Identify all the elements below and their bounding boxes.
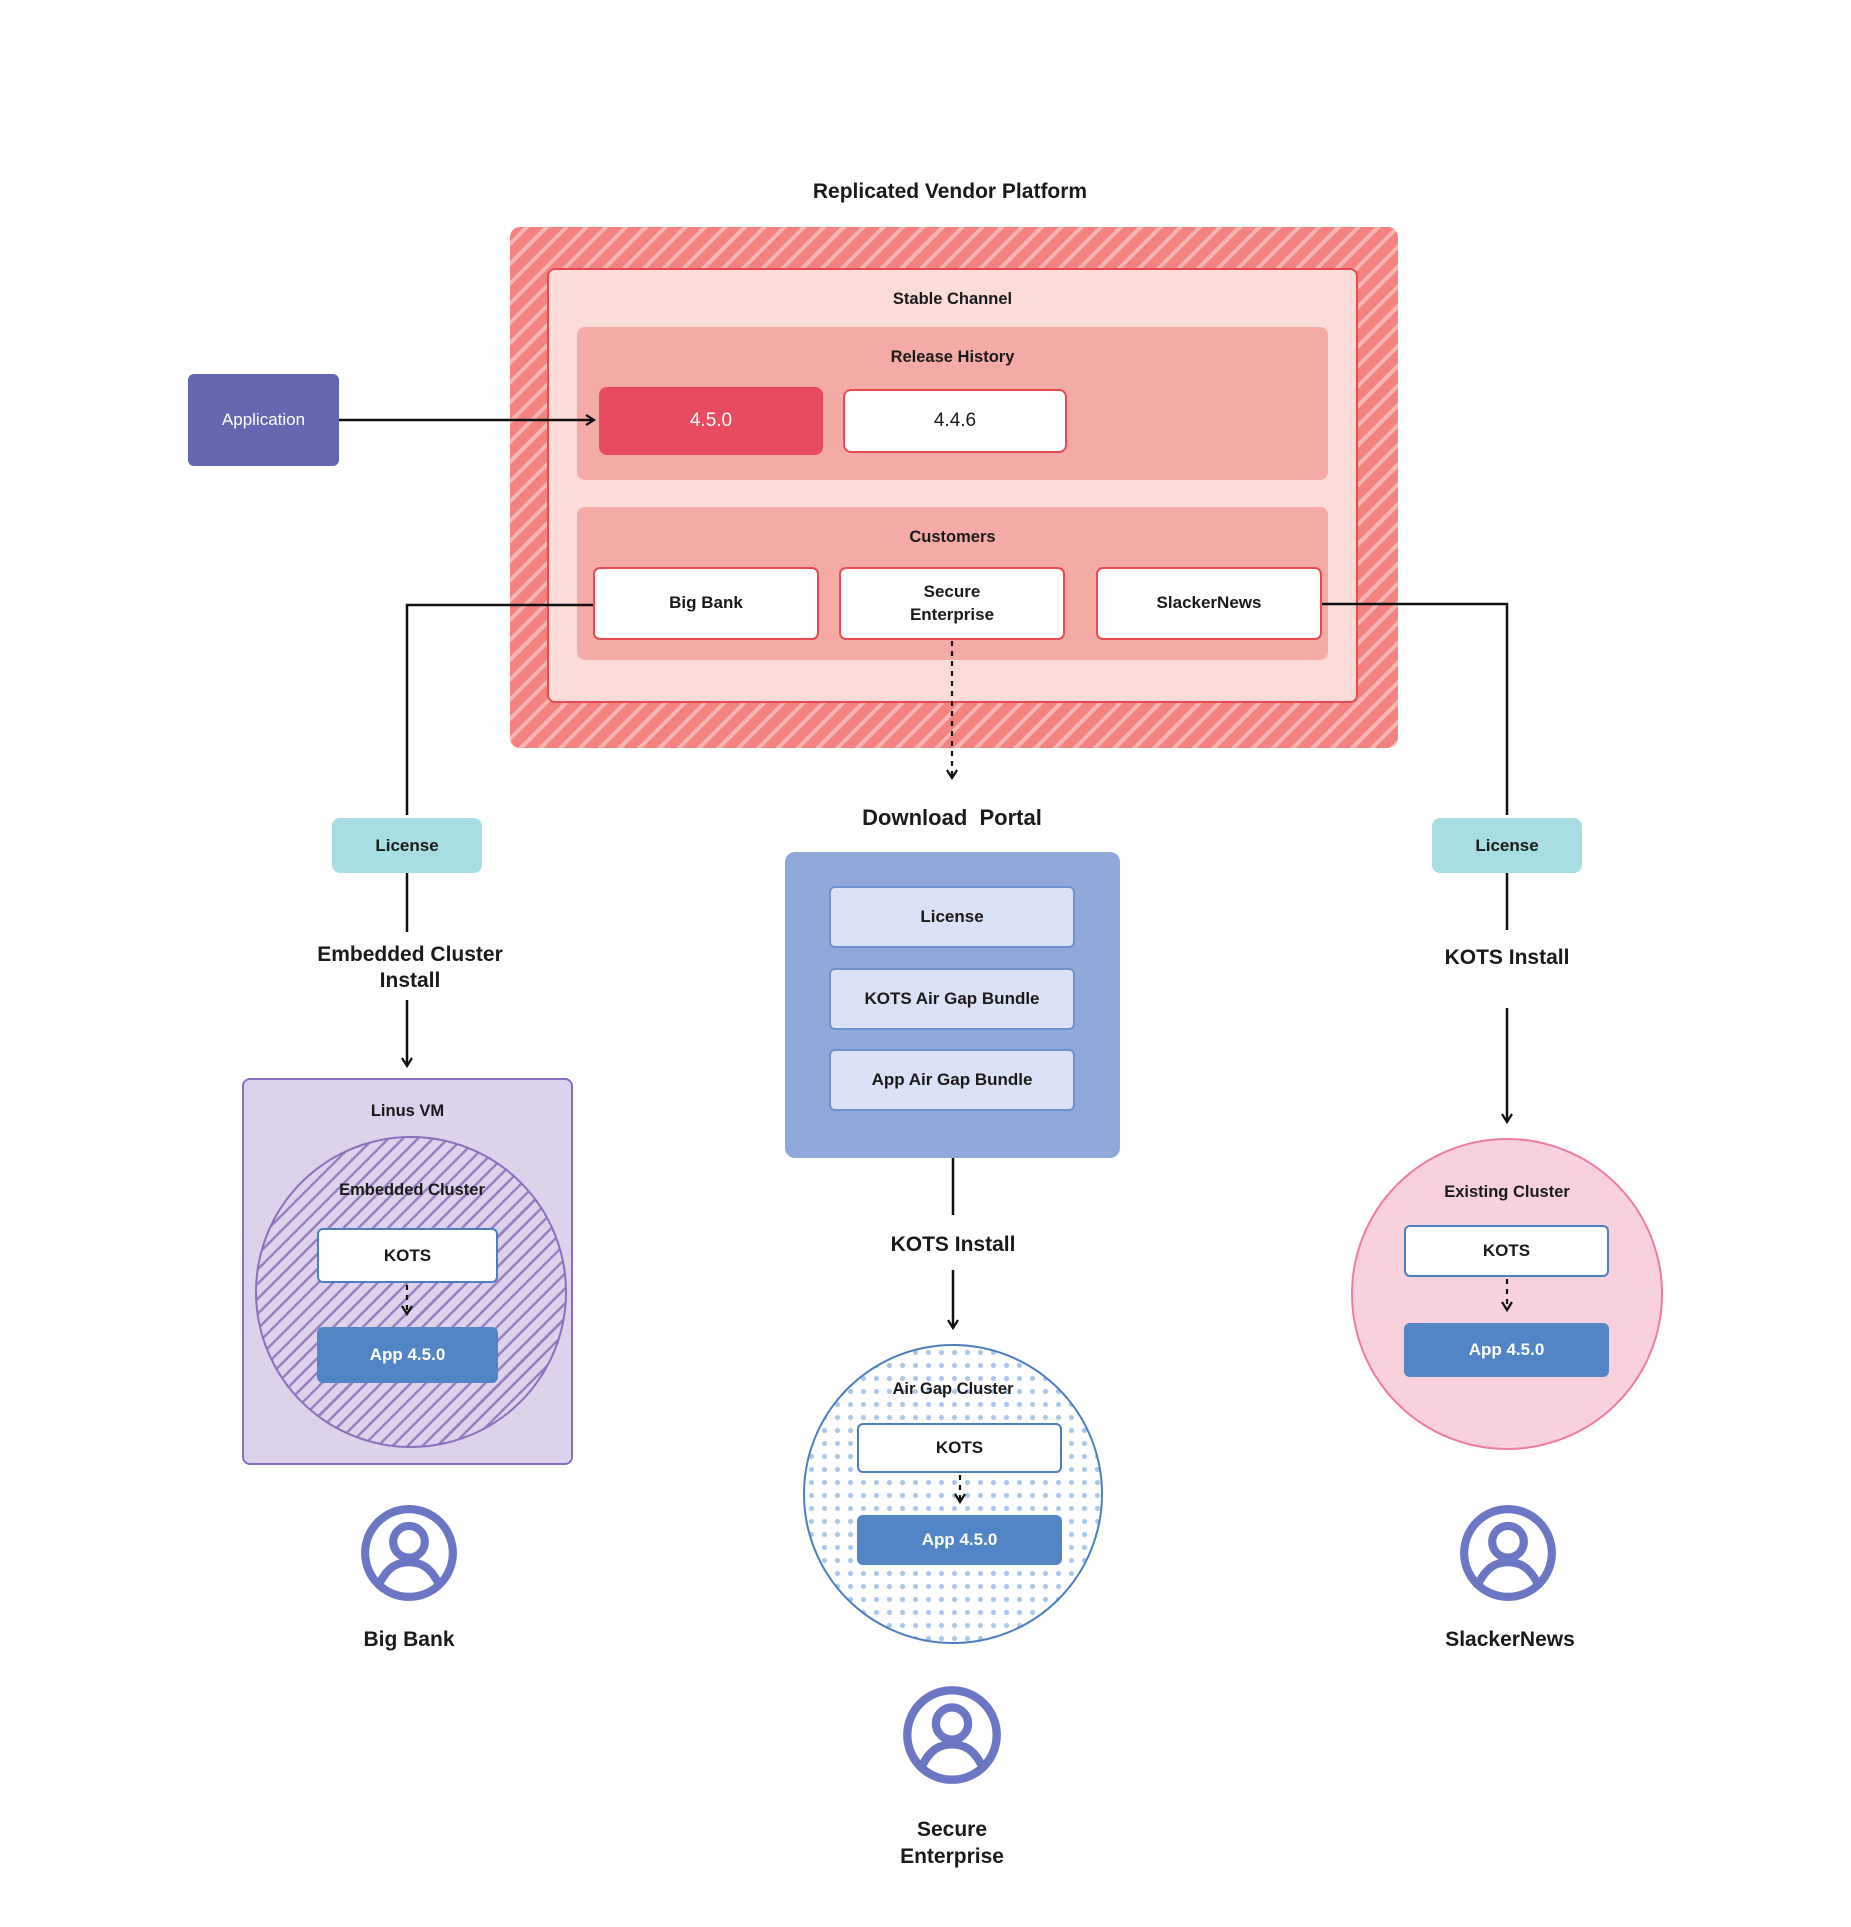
release-history-label: Release History — [890, 348, 1015, 366]
license-badge-right: License — [1432, 818, 1582, 873]
app-450-box-middle: App 4.5.0 — [857, 1515, 1062, 1565]
linus-vm-label: Linus VM — [370, 1102, 445, 1120]
kots-box-middle: KOTS — [857, 1423, 1062, 1473]
user-icon-big-bank — [361, 1505, 457, 1601]
download-portal-title: Download Portal — [862, 805, 1042, 830]
license-badge-left: License — [332, 818, 482, 873]
customer-slackernews: SlackerNews — [1096, 567, 1322, 640]
embedded-cluster-install-label: Embedded Cluster Install — [317, 943, 503, 993]
user-icon-secure-enterprise — [903, 1686, 1001, 1784]
application-box: Application — [188, 374, 339, 466]
embedded-cluster-label: Embedded Cluster — [339, 1181, 485, 1199]
app-450-box-left: App 4.5.0 — [317, 1327, 498, 1383]
customer-secure-enterprise: Secure Enterprise — [839, 567, 1065, 640]
user-icon-slackernews — [1460, 1505, 1556, 1601]
kots-box-right: KOTS — [1404, 1225, 1609, 1277]
user-label-big-bank: Big Bank — [363, 1628, 455, 1651]
release-version-4-4-6: 4.4.6 — [843, 389, 1067, 453]
user-label-secure-enterprise: Secure Enterprise — [900, 1818, 1004, 1869]
kots-box-left: KOTS — [317, 1228, 498, 1283]
user-label-slackernews: SlackerNews — [1445, 1628, 1575, 1651]
app-450-box-right: App 4.5.0 — [1404, 1323, 1609, 1377]
stable-channel-label: Stable Channel — [892, 290, 1013, 308]
air-gap-cluster-label: Air Gap Cluster — [892, 1380, 1014, 1398]
customers-label: Customers — [909, 528, 996, 546]
air-gap-cluster-circle — [803, 1344, 1103, 1644]
portal-item-license: License — [829, 886, 1075, 948]
portal-item-kots-airgap-bundle: KOTS Air Gap Bundle — [829, 968, 1075, 1030]
customer-big-bank: Big Bank — [593, 567, 819, 640]
existing-cluster-label: Existing Cluster — [1444, 1183, 1570, 1201]
portal-item-app-airgap-bundle: App Air Gap Bundle — [829, 1049, 1075, 1111]
embedded-cluster-circle — [255, 1136, 567, 1448]
kots-install-label-right: KOTS Install — [1444, 946, 1570, 969]
kots-install-label-middle: KOTS Install — [890, 1233, 1016, 1256]
release-version-4-5-0: 4.5.0 — [599, 387, 823, 455]
diagram-title: Replicated Vendor Platform — [812, 180, 1088, 203]
